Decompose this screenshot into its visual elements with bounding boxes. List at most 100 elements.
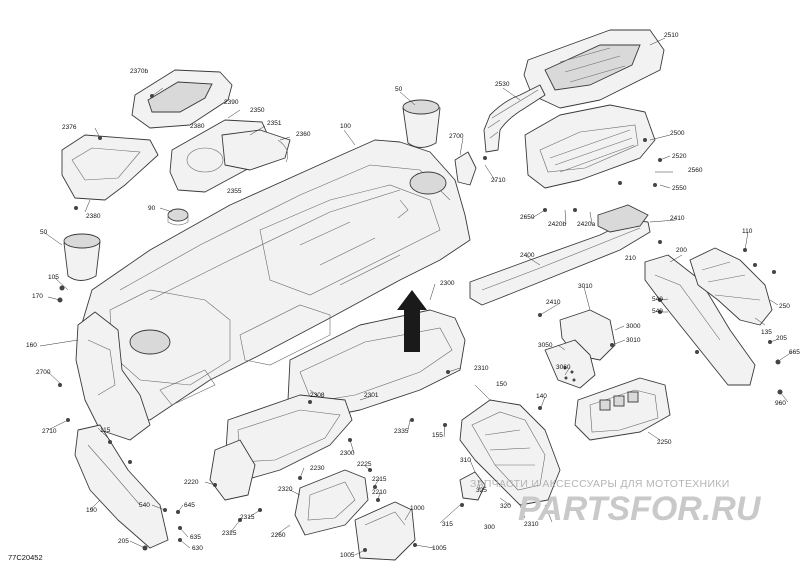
bottom-bin-part xyxy=(354,501,416,561)
dashboard-body-part xyxy=(79,139,471,421)
callout-2300-low: 2300 xyxy=(340,450,355,457)
callout-2550: 2550 xyxy=(672,185,687,192)
callout-2500: 2500 xyxy=(670,130,685,137)
callout-2410-top: 2410 xyxy=(670,215,685,222)
storage-bin-left-part xyxy=(61,134,159,201)
switch-panel-part xyxy=(574,377,671,441)
callout-960: 960 xyxy=(775,400,786,407)
cross-beam-part xyxy=(469,204,651,306)
callout-2420b: 2420b xyxy=(548,221,566,228)
callout-2560: 2560 xyxy=(688,167,703,174)
glovebox-bin-part xyxy=(524,104,656,189)
bracket-center-part xyxy=(544,309,616,389)
callout-2520: 2520 xyxy=(672,153,687,160)
callout-2420a: 2420a xyxy=(577,221,595,228)
callout-2335: 2335 xyxy=(394,428,409,435)
callout-540-b: 540 xyxy=(652,308,663,315)
callout-170: 170 xyxy=(32,293,43,300)
callout-205-right: 205 xyxy=(776,335,787,342)
callout-2410-mid: 2410 xyxy=(546,299,561,306)
front-direction-arrow-icon xyxy=(397,290,427,352)
callout-2320: 2320 xyxy=(278,486,293,493)
watermark: ЗАПЧАСТИ И АКСЕССУАРЫ ДЛЯ МОТОТЕХНИКИ PA… xyxy=(470,478,762,528)
callout-190: 190 xyxy=(86,507,97,514)
callout-105: 105 xyxy=(48,274,59,281)
callout-2650: 2650 xyxy=(520,214,535,221)
hardware-fasteners xyxy=(57,94,783,552)
callout-2390: 2390 xyxy=(224,99,239,106)
bottom-frame-part xyxy=(294,469,369,536)
callout-2400: 2400 xyxy=(520,252,535,259)
callout-labels: 2510 2370b 2390 2380 2350 2351 2360 2376… xyxy=(26,32,800,559)
callout-2380-top: 2380 xyxy=(190,123,205,130)
callout-1005-right: 1005 xyxy=(432,545,447,552)
callout-645: 645 xyxy=(184,502,195,509)
callout-665: 665 xyxy=(789,349,800,356)
callout-635: 635 xyxy=(190,534,201,541)
callout-2220: 2220 xyxy=(184,479,199,486)
callout-115: 115 xyxy=(100,427,111,434)
callout-2360: 2360 xyxy=(296,131,311,138)
callout-2260: 2260 xyxy=(271,532,286,539)
kick-panel-left-part xyxy=(74,424,169,549)
callout-2230: 2230 xyxy=(310,465,325,472)
callout-2370b: 2370b xyxy=(130,68,148,75)
callout-200: 200 xyxy=(676,247,687,254)
center-console-part xyxy=(459,399,561,506)
bracket-top-part xyxy=(454,151,477,186)
leader-lines xyxy=(39,37,793,556)
callout-100: 100 xyxy=(340,123,351,130)
connector-part xyxy=(459,471,486,501)
callout-2350: 2350 xyxy=(250,107,265,114)
glovebox-seal-part xyxy=(483,84,546,153)
callout-2700-top: 2700 xyxy=(449,133,464,140)
callout-3010-top: 3010 xyxy=(578,283,593,290)
watermark-logo-text: PARTSFOR.RU xyxy=(518,490,762,528)
callout-2510: 2510 xyxy=(664,32,679,39)
callout-2710-top: 2710 xyxy=(491,177,506,184)
callout-2355: 2355 xyxy=(227,188,242,195)
callout-2315: 2315 xyxy=(240,514,255,521)
callout-135: 135 xyxy=(761,329,772,336)
callout-540-a: 540 xyxy=(652,296,663,303)
callout-250: 250 xyxy=(779,303,790,310)
callout-110: 110 xyxy=(742,228,753,235)
callout-300: 300 xyxy=(484,524,495,531)
callout-155: 155 xyxy=(432,432,443,439)
callout-3010-mid: 3010 xyxy=(626,337,641,344)
callout-2710-left: 2710 xyxy=(42,428,57,435)
callout-210: 210 xyxy=(625,255,636,262)
callout-2215: 2215 xyxy=(372,476,387,483)
callout-50-top: 50 xyxy=(395,86,403,93)
callout-3000: 3000 xyxy=(626,323,641,330)
diagram-reference-code: 77C20452 xyxy=(8,553,43,562)
side-panel-left-part xyxy=(75,311,151,441)
callout-2700-left: 2700 xyxy=(36,369,51,376)
callout-1005-left: 1005 xyxy=(340,552,355,559)
callout-630: 630 xyxy=(192,545,203,552)
callout-50-left: 50 xyxy=(40,229,48,236)
cup-holder-top-part xyxy=(402,99,441,148)
callout-2250: 2250 xyxy=(657,439,672,446)
callout-3050: 3050 xyxy=(538,342,553,349)
callout-2301: 2301 xyxy=(364,392,379,399)
watermark-slogan: ЗАПЧАСТИ И АКСЕССУАРЫ ДЛЯ МОТОТЕХНИКИ xyxy=(470,478,730,490)
glovebox-lid-part xyxy=(523,29,665,109)
callout-2376: 2376 xyxy=(62,124,77,131)
callout-310: 310 xyxy=(460,457,471,464)
callout-2325: 2325 xyxy=(222,530,237,537)
storage-cover-part xyxy=(131,69,233,129)
callout-140: 140 xyxy=(536,393,547,400)
callout-205-left: 205 xyxy=(118,538,129,545)
callout-2530: 2530 xyxy=(495,81,510,88)
callout-3060: 3060 xyxy=(556,364,571,371)
cup-holder-left-part xyxy=(63,233,101,281)
gauge-ring-part xyxy=(221,129,291,171)
callout-325: 325 xyxy=(476,487,487,494)
callout-1000: 1000 xyxy=(410,505,425,512)
callout-315: 315 xyxy=(442,521,453,528)
callout-2210: 2210 xyxy=(372,489,387,496)
callout-2380-left: 2380 xyxy=(86,213,101,220)
callout-2310-mid: 2310 xyxy=(474,365,489,372)
